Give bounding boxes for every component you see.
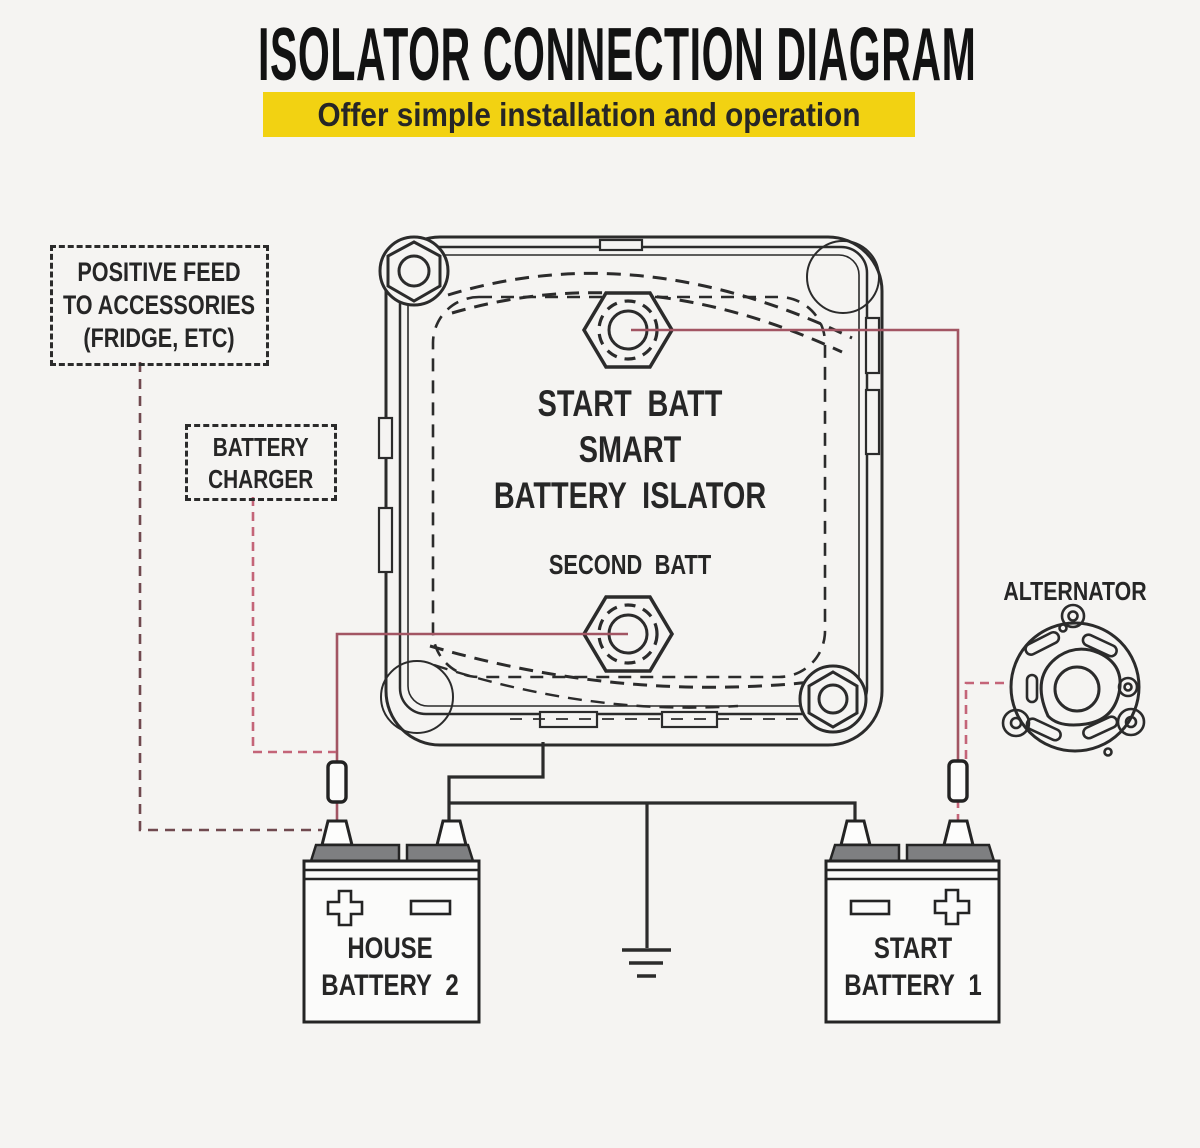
wire-battery-charger (251, 497, 336, 754)
wire-isolator-to-house-negative (447, 742, 545, 821)
subtitle-banner: Offer simple installation and operation (263, 92, 915, 137)
ground-symbol (622, 948, 671, 978)
alternator-label: ALTERNATOR (1003, 576, 1147, 606)
minus-symbol (849, 899, 891, 916)
plus-symbol (933, 888, 971, 926)
fuse-house-battery (326, 760, 348, 804)
page-title: ISOLATOR CONNECTION DIAGRAM (258, 13, 977, 97)
battery-charger-box: BATTERY CHARGER (185, 424, 337, 501)
house-battery-line1: HOUSE (347, 932, 433, 965)
start-battery-label: START BATTERY 1 (837, 930, 989, 1004)
plus-symbol (326, 889, 364, 927)
isolator-label-start-batt: START BATT (537, 383, 723, 424)
wire-accessories-feed (138, 362, 322, 832)
fuse-start-battery (947, 759, 969, 803)
start-battery-line1: START (873, 932, 953, 965)
alternator-drawing (1001, 603, 1146, 757)
start-battery-line2: BATTERY 1 (844, 969, 982, 1002)
positive-feed-line3: (FRIDGE, ETC) (83, 323, 236, 353)
battery-charger-line2: CHARGER (208, 463, 314, 494)
positive-feed-line1: POSITIVE FEED (77, 257, 242, 287)
wire-start-batt-positive (631, 328, 960, 762)
isolator-label-second-batt: SECOND BATT (548, 549, 712, 580)
house-battery-label: HOUSE BATTERY 2 (314, 930, 466, 1004)
wire-alternator-feed (964, 681, 1004, 760)
isolator-label-smart: SMART (578, 429, 682, 470)
positive-feed-line2: TO ACCESSORIES (63, 290, 256, 320)
isolator-body-drawing (377, 235, 884, 747)
subtitle-text: Offer simple installation and operation (317, 96, 861, 133)
wire-negative-bus (449, 801, 857, 821)
house-battery-drawing (302, 819, 481, 1024)
start-battery-drawing (824, 819, 1001, 1024)
isolator-label-battery-islator: BATTERY ISLATOR (493, 475, 767, 516)
minus-symbol (409, 899, 452, 916)
positive-feed-box: POSITIVE FEED TO ACCESSORIES (FRIDGE, ET… (50, 245, 269, 366)
mounting-bolt-bottom-right-icon (798, 664, 868, 734)
wire-second-batt-positive (335, 632, 628, 762)
battery-charger-line1: BATTERY (213, 431, 309, 462)
house-battery-line2: BATTERY 2 (321, 969, 459, 1002)
mounting-bolt-top-left-icon (378, 235, 450, 307)
